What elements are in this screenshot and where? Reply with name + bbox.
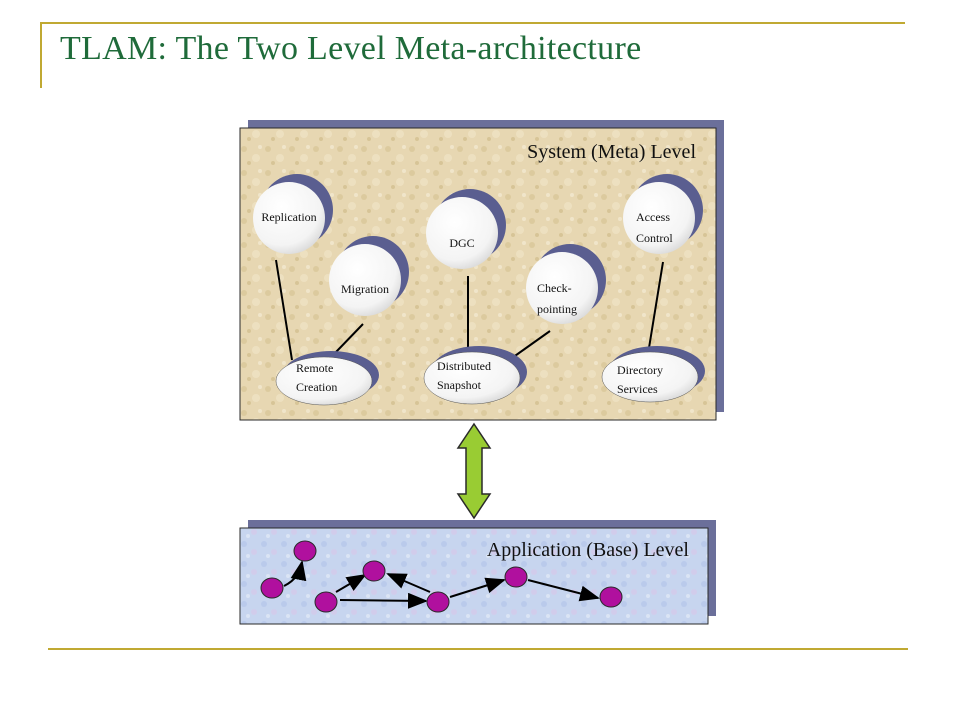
application-level-panel: Application (Base) Level xyxy=(239,520,716,625)
application-level-title: Application (Base) Level xyxy=(487,539,690,561)
svg-text:Services: Services xyxy=(617,382,658,396)
app-edge-1 xyxy=(283,560,307,587)
svg-text:pointing: pointing xyxy=(537,302,577,316)
title-rule-top xyxy=(40,22,905,24)
app-edge-5 xyxy=(449,577,506,598)
svg-text:Migration: Migration xyxy=(341,282,389,296)
connector-replication-remote-creation xyxy=(275,259,293,361)
connector-migration-remote-creation xyxy=(335,323,364,353)
app-object-node xyxy=(426,591,450,613)
svg-text:Replication: Replication xyxy=(261,210,316,224)
svg-text:Control: Control xyxy=(636,231,673,245)
level-link-arrow xyxy=(456,422,492,520)
application-graph xyxy=(260,540,623,613)
connector-access-control-directory-services xyxy=(647,261,664,355)
slide-title: TLAM: The Two Level Meta-architecture xyxy=(60,30,642,67)
service-dgc: DGC xyxy=(426,189,506,269)
app-object-node xyxy=(293,540,317,562)
svg-text:Access: Access xyxy=(636,210,670,224)
mechanism-distributed-snapshot: Distributed Snapshot xyxy=(423,346,527,405)
connector-checkpointing-distributed-snapshot xyxy=(511,330,551,359)
app-edge-3 xyxy=(339,592,428,609)
service-checkpointing: Check- pointing xyxy=(526,244,606,324)
title-rule-left xyxy=(40,22,42,88)
system-level-title: System (Meta) Level xyxy=(527,141,696,163)
svg-text:Snapshot: Snapshot xyxy=(437,378,482,392)
svg-text:Check-: Check- xyxy=(537,281,572,295)
mechanism-directory-services: Directory Services xyxy=(601,346,705,403)
system-connectors xyxy=(275,259,664,361)
service-migration: Migration xyxy=(329,236,409,316)
app-object-node xyxy=(314,591,338,613)
svg-text:Distributed: Distributed xyxy=(437,359,491,373)
app-object-node xyxy=(362,560,386,582)
svg-text:DGC: DGC xyxy=(449,236,474,250)
app-object-node xyxy=(260,577,284,599)
service-replication: Replication xyxy=(253,174,333,254)
svg-text:Creation: Creation xyxy=(296,380,337,394)
app-object-node xyxy=(504,566,528,588)
app-edge-4 xyxy=(386,573,431,593)
app-object-node xyxy=(599,586,623,608)
svg-text:Directory: Directory xyxy=(617,363,663,377)
mechanism-remote-creation: Remote Creation xyxy=(275,351,379,406)
footer-rule xyxy=(48,648,908,650)
svg-text:Remote: Remote xyxy=(296,361,333,375)
app-edge-6 xyxy=(527,579,600,602)
app-edge-2 xyxy=(335,573,367,593)
service-access-control: Access Control xyxy=(623,174,703,254)
